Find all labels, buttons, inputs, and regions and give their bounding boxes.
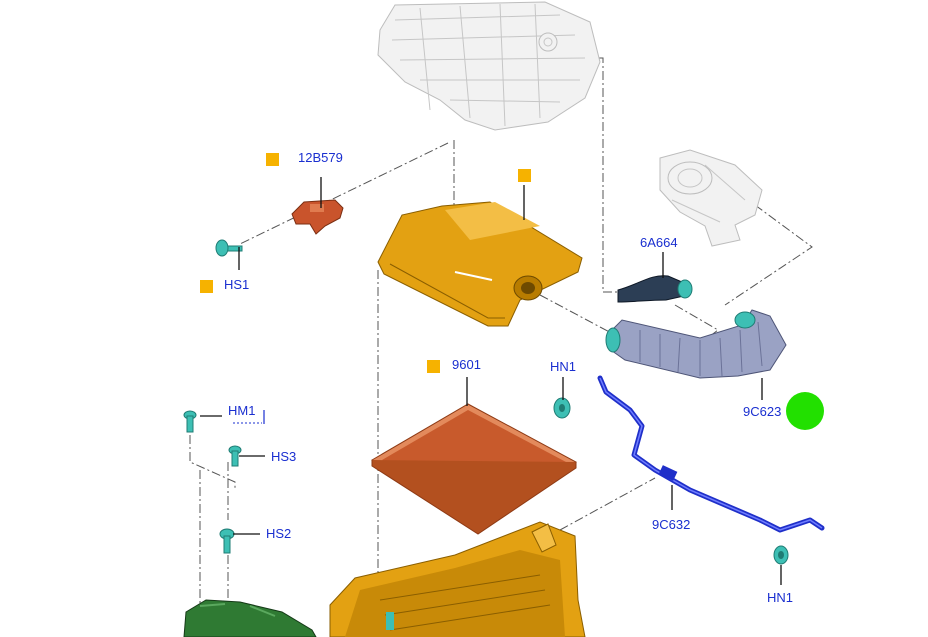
clamp-hn1-top[interactable] — [553, 397, 571, 419]
leader-lines — [200, 177, 782, 585]
label-9601[interactable]: 9601 — [452, 357, 481, 372]
turbo-ghost — [659, 149, 763, 247]
pipe-9c632[interactable] — [597, 375, 825, 533]
screw-hs1[interactable] — [215, 239, 243, 257]
highlight-dot — [786, 392, 824, 430]
label-hs2[interactable]: HS2 — [266, 526, 291, 541]
bolt-hm1[interactable] — [183, 410, 197, 433]
engine-cover-ghost — [377, 1, 601, 131]
marker-9601 — [427, 360, 440, 373]
reference-markers — [200, 153, 531, 373]
label-hs1[interactable]: HS1 — [224, 277, 249, 292]
assembly-lines — [189, 57, 813, 610]
label-hn1-bottom[interactable]: HN1 — [767, 590, 793, 605]
air-duct-9c623[interactable] — [605, 309, 787, 379]
outlet-hose-6a664[interactable] — [617, 275, 693, 303]
bolt-hs3[interactable] — [228, 445, 242, 467]
label-hs3[interactable]: HS3 — [271, 449, 296, 464]
marker-hs1 — [200, 280, 213, 293]
air-cleaner-lower-housing[interactable] — [329, 521, 586, 637]
marker-12b579 — [266, 153, 279, 166]
mass-air-flow-sensor[interactable] — [291, 199, 344, 235]
label-6a664[interactable]: 6A664 — [640, 235, 678, 250]
callout-labels: 12B579 HS1 6A664 9601 HN1 HM1 9C623 HS3 … — [224, 150, 793, 605]
marker-cover — [518, 169, 531, 182]
label-hn1-top[interactable]: HN1 — [550, 359, 576, 374]
clamp-hn1-bottom[interactable] — [773, 545, 789, 565]
label-9c623[interactable]: 9C623 — [743, 404, 781, 419]
label-9c632[interactable]: 9C632 — [652, 517, 690, 532]
label-hm1[interactable]: HM1 — [228, 403, 255, 418]
air-filter-9601[interactable] — [371, 403, 577, 535]
air-cleaner-cover[interactable] — [377, 201, 583, 327]
label-12b579[interactable]: 12B579 — [298, 150, 343, 165]
lower-intake-hose[interactable] — [183, 599, 317, 637]
bolt-hs2[interactable] — [219, 528, 235, 554]
